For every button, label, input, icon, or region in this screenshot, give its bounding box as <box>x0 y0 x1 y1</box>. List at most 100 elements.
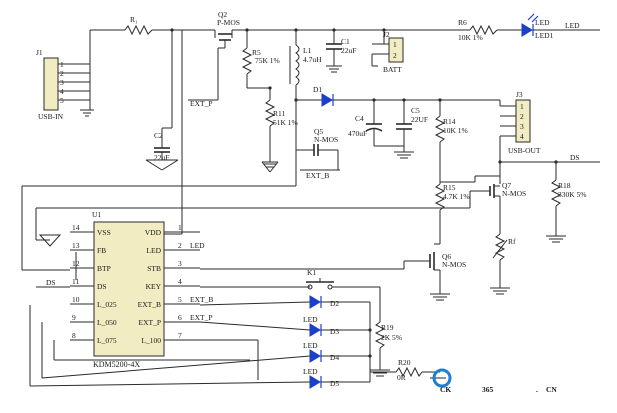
q5-type: N-MOS <box>314 135 338 144</box>
chip-right-pin-name: KEY <box>146 282 162 291</box>
chip-right-pin-number: 4 <box>178 277 182 286</box>
r6-value: 10K 1% <box>458 33 483 42</box>
q6-ref: Q6 <box>442 252 451 261</box>
u1-ref: U1 <box>92 210 101 219</box>
watermark-cn: CN <box>546 385 557 394</box>
led1-label-b: LED1 <box>535 31 554 40</box>
resistor-rf <box>494 233 506 261</box>
resistor-r11 <box>264 99 276 127</box>
chip-right-pin-name: L_100 <box>141 336 161 345</box>
r5-ref: R5 <box>252 48 261 57</box>
q7-type: N-MOS <box>502 189 526 198</box>
r14-value: 10K 1% <box>443 126 468 135</box>
j1-usb-in-label: USB-IN <box>38 112 64 121</box>
chip-left-pin-number: 8 <box>72 331 76 340</box>
diode-d1 <box>321 93 333 107</box>
r5-value: 75K 1% <box>255 56 280 65</box>
resistor-r15 <box>434 183 446 211</box>
transistor-q2: Q2 P-MOS <box>214 10 247 100</box>
site-watermark: CK 365 . CN <box>432 368 557 394</box>
led-d3: LED D3 <box>303 315 339 337</box>
r20-value: 0R <box>397 373 406 382</box>
led1-diode <box>521 23 533 37</box>
r1-ref: R₁ <box>130 15 138 24</box>
q6-type: N-MOS <box>442 260 466 269</box>
resistor-r1 <box>124 24 153 36</box>
c2-value: 22uF <box>154 153 169 162</box>
chip-left-pin-name: L_025 <box>97 300 117 309</box>
ds-net-left: DS <box>46 278 56 287</box>
r14-ref: R14 <box>443 117 456 126</box>
j2-pin-2: 2 <box>393 51 397 60</box>
r15-ref: R15 <box>443 183 456 192</box>
j1-pin-1: 1 <box>60 60 64 69</box>
resistor-r5 <box>241 47 253 75</box>
j3-ref: J3 <box>516 90 523 99</box>
chip-right-net-label: EXT_B <box>190 295 213 304</box>
j3-pin-1: 1 <box>520 102 524 111</box>
q7-ref: Q7 <box>502 181 511 190</box>
j1-pin-4: 4 <box>60 87 64 96</box>
resistor-r18 <box>550 179 562 207</box>
c1-ref: C1 <box>341 37 350 46</box>
watermark-dot: . <box>536 385 538 394</box>
led-d5: LED D5 <box>303 367 339 389</box>
inductor-l1 <box>295 44 300 86</box>
rf-ref: Rf <box>508 237 516 246</box>
d3-ref: D3 <box>330 327 339 336</box>
ext-b-net-label: EXT_B <box>306 171 329 180</box>
r19-value: 2K 5% <box>381 333 402 342</box>
chip-right-pin-number: 5 <box>178 295 182 304</box>
chip-left-pin-name: VSS <box>97 228 111 237</box>
q5-ref: Q5 <box>314 127 323 136</box>
ext-p-net-label: EXT_P <box>190 99 213 108</box>
chip-right-pin-name: EXT_P <box>139 318 162 327</box>
j3-pin-3: 3 <box>520 122 524 131</box>
j2-pin-1: 1 <box>393 40 397 49</box>
chip-right-pin-number: 2 <box>178 241 182 250</box>
j3-usb-out-label: USB-OUT <box>508 146 541 155</box>
d4-led-label: LED <box>303 341 318 350</box>
j1-ref: J1 <box>36 48 43 57</box>
c4-ref: C4 <box>355 114 364 123</box>
j1-pin-2: 2 <box>60 69 64 78</box>
j1-pin-3: 3 <box>60 78 64 87</box>
chip-right-net-label: EXT_P <box>190 313 213 322</box>
d5-led-label: LED <box>303 367 318 376</box>
c2-ref: C2 <box>154 131 163 140</box>
c5-value: 22UF <box>411 115 428 124</box>
j3-pin-4: 4 <box>520 132 524 141</box>
chip-left-pin-number: 14 <box>72 223 80 232</box>
r19-ref: R19 <box>381 323 394 332</box>
chip-left-pin-number: 9 <box>72 313 76 322</box>
r15-value: 4.7K 1% <box>443 192 470 201</box>
led-d4: LED D4 <box>303 341 339 363</box>
d2-ref: D2 <box>330 299 339 308</box>
watermark-num: 365 <box>482 385 494 394</box>
r18-value: 330K 5% <box>558 190 587 199</box>
chip-right-pin-number: 1 <box>178 223 182 232</box>
d4-ref: D4 <box>330 353 339 362</box>
chip-right-net-label: LED <box>190 241 205 250</box>
j3-pin-2: 2 <box>520 112 524 121</box>
c4-value: 470uF <box>348 129 367 138</box>
chip-left-pin-name: BTP <box>97 264 111 273</box>
resistor-r19 <box>374 321 386 349</box>
d1-ref: D1 <box>313 85 322 94</box>
chip-left-pin-name: L_050 <box>97 318 117 327</box>
led1-label-a: LED <box>535 18 550 27</box>
r18-ref: R18 <box>558 181 571 190</box>
transistor-q7: Q7 N-MOS <box>36 162 526 226</box>
chip-right-pin-name: LED <box>146 246 161 255</box>
chip-u1: U1 KDM5200-4X <box>92 210 165 369</box>
d3-led-label: LED <box>303 315 318 324</box>
chip-right-pin-name: EXT_B <box>138 300 161 309</box>
transistor-q5: Q5 N-MOS <box>296 127 339 170</box>
chip-left-pin-name: DS <box>97 282 107 291</box>
j1-pin-5: 5 <box>60 96 64 105</box>
j2-ref: J2 <box>383 30 390 39</box>
connector-j3: 1 2 3 4 J3 USB-OUT <box>499 90 541 155</box>
c1-value: 22uF <box>341 46 356 55</box>
chip-left-pin-name: FB <box>97 246 106 255</box>
switch-k1: K1 <box>306 268 334 290</box>
